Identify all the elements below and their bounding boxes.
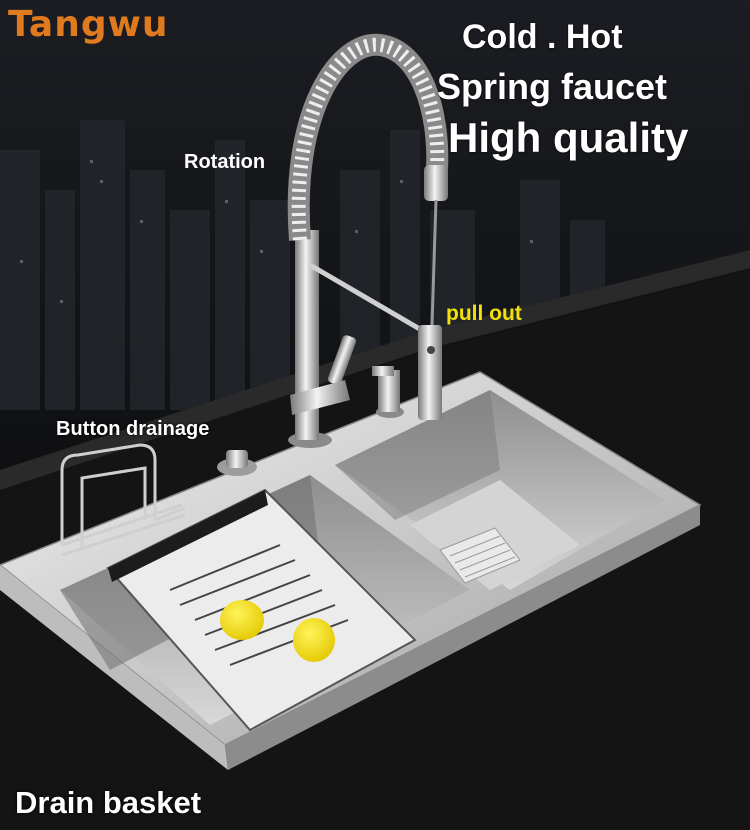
callout-drain-basket: Drain basket [15,785,202,820]
brand-logo: Tangwu [8,4,169,45]
headline-spring-faucet: Spring faucet [437,66,668,107]
callout-rotation: Rotation [184,151,266,173]
sink-front-face-right [225,505,700,770]
cutting-board-rack [60,443,186,557]
strainer-basket [439,527,521,584]
countertop-edge [0,250,750,490]
lemon-right [293,618,335,662]
drain-knob [226,450,248,468]
drain-basket-handle [108,490,268,582]
callout-pull-out: pull out [446,302,522,325]
right-basin-wall [335,390,500,520]
city-lights [20,160,533,303]
headline-cold-hot: Cold . Hot [462,18,623,56]
faucet-spring [287,33,449,241]
callout-button-drainage: Button drainage [56,418,210,440]
lemon-left [220,600,264,640]
spring-faucet [287,33,449,448]
headline-high-quality: High quality [448,114,689,161]
soap-dispenser [372,366,404,418]
